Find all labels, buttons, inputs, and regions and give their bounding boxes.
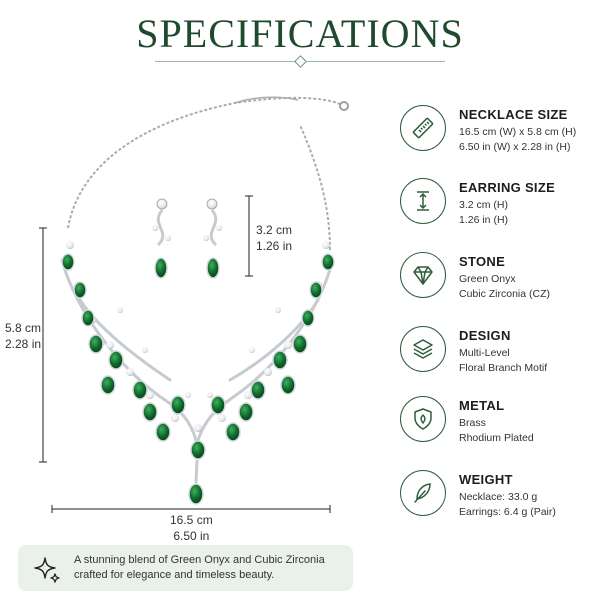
necklace-chain (67, 96, 341, 251)
earring-in: 1.26 in (256, 239, 293, 253)
tagline-banner: A stunning blend of Green Onyx and Cubic… (18, 545, 353, 591)
spec-label: STONE (459, 254, 506, 269)
drop-connector (194, 459, 199, 484)
spec-label: EARRING SIZE (459, 180, 556, 195)
spec-metal: METAL Brass Rhodium Plated (398, 396, 598, 458)
shield-icon (400, 396, 446, 442)
spec-value: Multi-Level (459, 347, 510, 359)
sparkle-icon (34, 557, 60, 583)
spec-earring-size: EARRING SIZE 3.2 cm (H) 1.26 in (H) (398, 178, 598, 240)
spec-design: DESIGN Multi-Level Floral Branch Motif (398, 326, 598, 388)
necklace-silver-branches (60, 258, 334, 442)
green-onyx-stones (61, 253, 335, 505)
earring-left (152, 198, 171, 279)
necklace-height-cm: 5.8 cm (5, 321, 42, 335)
feather-icon (400, 470, 446, 516)
necklace-height-line (39, 227, 47, 463)
spec-stone: STONE Green Onyx Cubic Zirconia (CZ) (398, 252, 598, 314)
tagline-line-1: A stunning blend of Green Onyx and Cubic… (74, 554, 325, 566)
extender-chain (234, 96, 299, 104)
spec-value: 16.5 cm (W) x 5.8 cm (H) (459, 126, 577, 138)
spec-necklace-size: NECKLACE SIZE 16.5 cm (W) x 5.8 cm (H) 6… (398, 105, 598, 167)
spec-label: NECKLACE SIZE (459, 107, 568, 122)
earring-right (203, 198, 222, 279)
necklace-width-line (51, 505, 331, 513)
spec-value: Necklace: 33.0 g (459, 491, 538, 503)
spec-value: 3.2 cm (H) (459, 199, 509, 211)
necklace-height-in: 2.28 in (5, 337, 42, 351)
divider-diamond-ornament (294, 55, 307, 68)
spec-value: 6.50 in (W) x 2.28 in (H) (459, 141, 571, 153)
spec-value: Brass (459, 417, 486, 429)
page-title: SPECIFICATIONS (136, 11, 464, 56)
ruler-icon (400, 105, 446, 151)
jewelry-illustration (39, 96, 349, 513)
earring-dimension-label: 3.2 cm 1.26 in (256, 222, 292, 254)
layers-icon (400, 326, 446, 372)
spec-weight: WEIGHT Necklace: 33.0 g Earrings: 6.4 g … (398, 470, 598, 532)
spec-value: Floral Branch Motif (459, 362, 548, 374)
necklace-width-in: 6.50 in (173, 529, 210, 543)
necklace-width-label: 16.5 cm 6.50 in (170, 512, 213, 544)
cz-stones (66, 241, 330, 432)
spec-value: Earrings: 6.4 g (Pair) (459, 506, 556, 518)
earring-cm: 3.2 cm (256, 223, 293, 237)
spec-value: Cubic Zirconia (CZ) (459, 288, 551, 300)
spec-value: 1.26 in (H) (459, 214, 509, 226)
spec-label: METAL (459, 398, 505, 413)
necklace-height-label: 5.8 cm 2.28 in (5, 320, 41, 352)
diamond-icon (400, 252, 446, 298)
clasp-ring (339, 101, 349, 111)
spec-label: WEIGHT (459, 472, 513, 487)
spec-value: Rhodium Plated (459, 432, 534, 444)
tagline-line-2: crafted for elegance and timeless beauty… (74, 569, 275, 581)
earring-height-line (245, 195, 253, 277)
height-arrow-icon (400, 178, 446, 224)
spec-value: Green Onyx (459, 273, 516, 285)
necklace-width-cm: 16.5 cm (170, 513, 213, 527)
spec-label: DESIGN (459, 328, 511, 343)
